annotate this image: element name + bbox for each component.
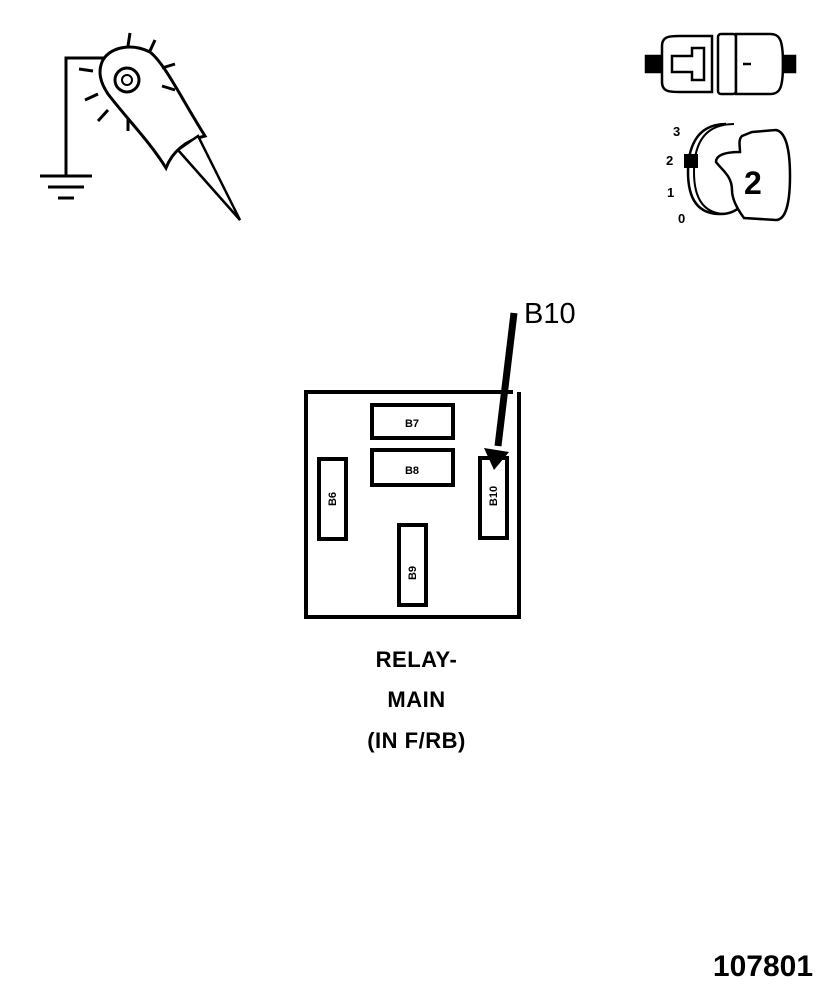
- relay-main: B7 B8 B6 B10 B9: [304, 390, 521, 619]
- relay-caption-line-2: MAIN: [387, 687, 446, 712]
- callout-label: B10: [524, 298, 576, 330]
- ignition-selected-position: 2: [744, 165, 762, 201]
- relay-pin-label: B8: [405, 465, 419, 477]
- relay-caption-line-1: RELAY-: [375, 647, 458, 672]
- relay-caption-line-3: (IN F/RB): [367, 728, 466, 753]
- test-lamp-probe-icon: [40, 32, 242, 221]
- figure-id: 107801: [712, 950, 813, 983]
- ground-symbol-icon: [40, 56, 118, 200]
- ignition-position-label: 0: [678, 211, 685, 226]
- ignition-position-label: 2: [666, 153, 673, 168]
- ignition-position-label: 1: [667, 185, 674, 200]
- ignition-position-label: 3: [673, 124, 680, 139]
- relay-pin-label: B6: [327, 492, 339, 506]
- callout-arrow: [484, 312, 518, 470]
- relay-pin-label: B9: [407, 566, 419, 580]
- relay-pin-b6: B6: [317, 457, 348, 541]
- relay-pin-b7: B7: [370, 403, 455, 440]
- disconnected-connector-icon: [644, 32, 797, 96]
- relay-pin-b8: B8: [370, 448, 455, 487]
- relay-pin-b9: B9: [397, 523, 428, 607]
- relay-pin-b10: B10: [478, 456, 509, 540]
- relay-pin-label: B7: [405, 418, 419, 430]
- ignition-key-icon: 3 2 1 0 2: [666, 122, 792, 226]
- relay-pin-label: B10: [488, 486, 500, 506]
